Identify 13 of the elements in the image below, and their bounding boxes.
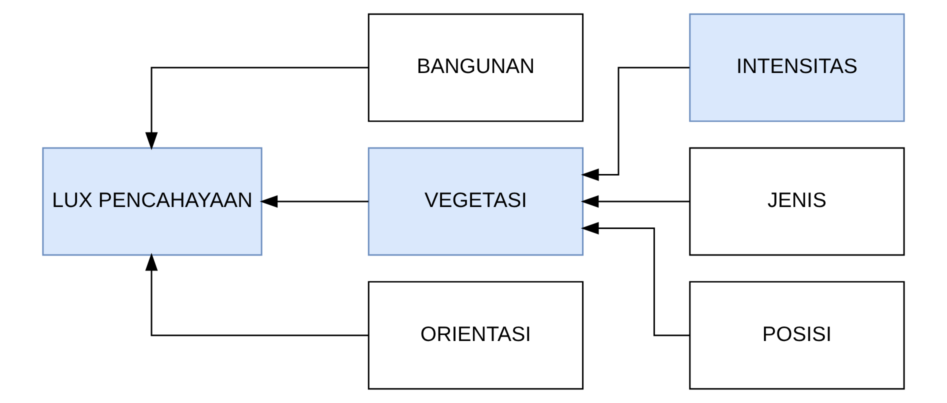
node-box: VEGETASI [368, 147, 584, 256]
node-box: BANGUNAN [368, 13, 584, 122]
arrow [580, 66, 690, 181]
node-box: ORIENTASI [368, 281, 584, 390]
arrow [145, 66, 368, 150]
node-box: POSISI [689, 281, 905, 390]
node-box: LUX PENCAHAYAAN [42, 147, 262, 256]
node-box: JENIS [689, 147, 905, 256]
node-box: INTENSITAS [689, 13, 905, 122]
arrow [580, 222, 690, 336]
arrow [580, 195, 690, 208]
arrow [145, 252, 368, 336]
arrow [260, 195, 368, 208]
